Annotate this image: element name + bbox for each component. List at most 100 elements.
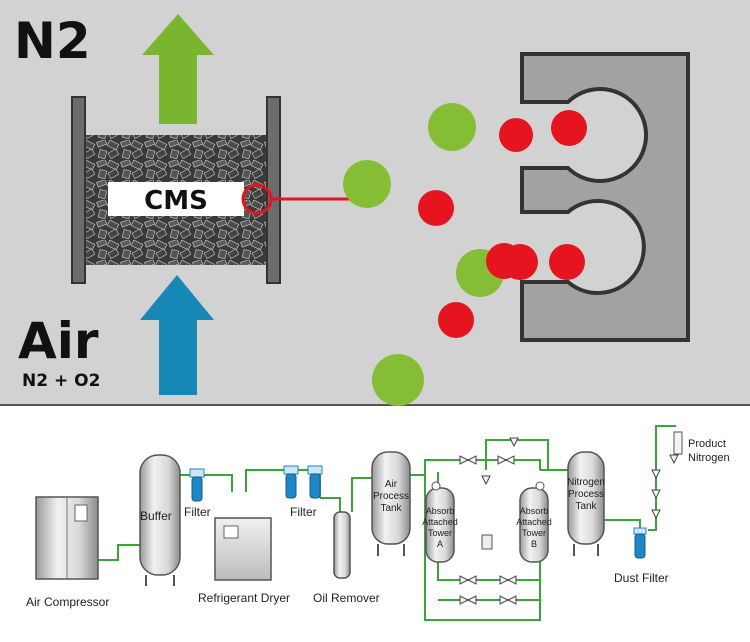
tower-b-label-3: Tower <box>522 528 546 538</box>
valve-icon <box>499 575 510 585</box>
n2-label: N2 <box>14 12 91 70</box>
air-tank-body <box>371 451 411 545</box>
refrigerant-dryer: Refrigerant Dryer <box>198 517 290 605</box>
oil-remover-body <box>333 511 351 579</box>
nitrogen-molecule <box>428 103 476 151</box>
tower-b-label-2: Attached <box>516 517 552 527</box>
dryer-body <box>214 517 272 581</box>
oxygen-molecule <box>499 118 533 152</box>
pressure-gauge-icon <box>431 481 441 491</box>
oil-remover: Oil Remover <box>313 511 380 605</box>
n2-up-arrow-icon <box>142 14 214 124</box>
pipe-towers-bottom-loop <box>424 460 541 621</box>
valve-icon <box>466 455 477 465</box>
product-label-1: Product <box>688 438 726 450</box>
air-process-tank: Air Process Tank <box>371 451 411 556</box>
product-outlet: Product Nitrogen <box>673 431 730 464</box>
air-tank-label-2: Process <box>373 491 409 502</box>
filter-1-label: Filter <box>184 505 211 519</box>
compressor-panel <box>74 504 88 522</box>
oxygen-molecule <box>549 244 585 280</box>
tower-b-label-1: Absorb <box>520 506 549 516</box>
refrigerant-dryer-label: Refrigerant Dryer <box>198 591 290 605</box>
oil-remover-label: Oil Remover <box>313 591 380 605</box>
valve-icon <box>651 489 661 500</box>
buffer-body <box>139 454 181 576</box>
filter-cap <box>283 465 299 475</box>
valve-icon <box>506 595 517 605</box>
filter-body <box>309 473 321 499</box>
molecules <box>343 103 587 406</box>
nitrogen-molecule <box>372 354 424 406</box>
buffer-label: Buffer <box>140 509 172 523</box>
dryer-panel <box>223 525 239 539</box>
air-label: Air <box>18 312 99 370</box>
air-tank-label-1: Air <box>385 479 398 490</box>
valve-icon <box>459 595 470 605</box>
oxygen-molecule <box>551 110 587 146</box>
nitrogen-tank-body <box>567 451 605 545</box>
pipe-compressor-buffer <box>97 544 140 561</box>
valve-icon <box>497 455 508 465</box>
tower-a-label-1: Absorb <box>426 506 455 516</box>
pressure-gauge-icon <box>535 481 545 491</box>
cms-label: CMS <box>144 186 208 216</box>
pore-structure <box>520 52 690 342</box>
filter-body <box>634 533 646 559</box>
pipe-filter-oilremover <box>320 497 341 512</box>
pipe-oilremover-tank <box>351 477 372 512</box>
filter-1: Filter <box>184 468 211 519</box>
nitrogen-molecule <box>343 160 391 208</box>
nitrogen-tank-label-2: Process <box>568 489 604 500</box>
air-compressor-label: Air Compressor <box>26 595 109 609</box>
air-up-arrow-icon <box>140 275 214 395</box>
air-compressor: Air Compressor <box>26 496 109 609</box>
filter-cap <box>633 527 647 535</box>
valve-icon <box>499 595 510 605</box>
valve-icon <box>506 575 517 585</box>
nitrogen-tank-label-1: Nitrogen <box>567 477 605 488</box>
dust-filter: Dust Filter <box>614 527 669 585</box>
filter-cap <box>307 465 323 475</box>
molecular-sieve-cylinder: CMS <box>71 96 352 284</box>
tower-a-label-3: Tower <box>428 528 452 538</box>
tower-a-label-4: A <box>437 539 443 549</box>
pipe-tank-dustfilter <box>604 519 641 530</box>
valve-icon <box>651 509 661 520</box>
oxygen-molecule <box>418 190 454 226</box>
filter-2: Filter <box>283 465 323 519</box>
buffer-tank: Buffer <box>139 454 181 586</box>
cylinder-left-flange <box>71 96 86 284</box>
filter-body <box>285 473 297 499</box>
air-tank-label-3: Tank <box>380 503 402 514</box>
valve-icon <box>481 475 491 486</box>
nitrogen-process-tank: Nitrogen Process Tank <box>567 451 605 556</box>
filter-cap <box>189 468 205 478</box>
product-label-2: Nitrogen <box>688 452 730 464</box>
oxygen-molecule <box>438 302 474 338</box>
middle-gauge-icon <box>481 534 493 550</box>
dust-filter-label: Dust Filter <box>614 571 669 585</box>
air-sub-label: N2 + O2 <box>22 371 100 391</box>
valve-icon <box>459 575 470 585</box>
absorb-tower-b: Absorb Attached Tower B <box>516 481 552 563</box>
tower-b-label-4: B <box>531 539 537 549</box>
product-valve <box>673 431 683 455</box>
valve-icon <box>459 455 470 465</box>
oxygen-molecule <box>502 244 538 280</box>
valve-icon <box>651 469 661 480</box>
cms-label-box <box>108 182 244 216</box>
filter-body <box>191 476 203 502</box>
valves <box>459 437 679 605</box>
valve-icon <box>466 575 477 585</box>
valve-icon <box>509 437 519 448</box>
filter-2-label: Filter <box>290 505 317 519</box>
tower-a-label-2: Attached <box>422 517 458 527</box>
absorb-tower-a: Absorb Attached Tower A <box>422 481 458 563</box>
valve-icon <box>466 595 477 605</box>
valve-icon <box>504 455 515 465</box>
valve-icon <box>669 454 679 465</box>
tower-b-body <box>519 487 549 563</box>
